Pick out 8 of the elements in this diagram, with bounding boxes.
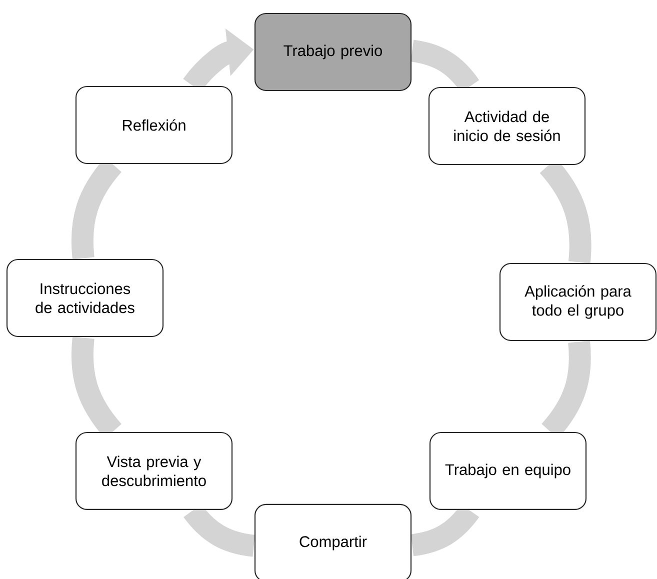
process-box: Reflexión (75, 86, 233, 164)
process-box: Actividad de inicio de sesión (428, 86, 586, 166)
process-box: Aplicación para todo el grupo (499, 262, 657, 342)
process-box: Vista previa y descubrimiento (75, 432, 233, 510)
process-box: Compartir (254, 504, 412, 579)
process-box: Trabajo previo (254, 12, 412, 92)
process-box: Trabajo en equipo (429, 432, 587, 510)
process-box: Instrucciones de actividades (6, 258, 164, 338)
